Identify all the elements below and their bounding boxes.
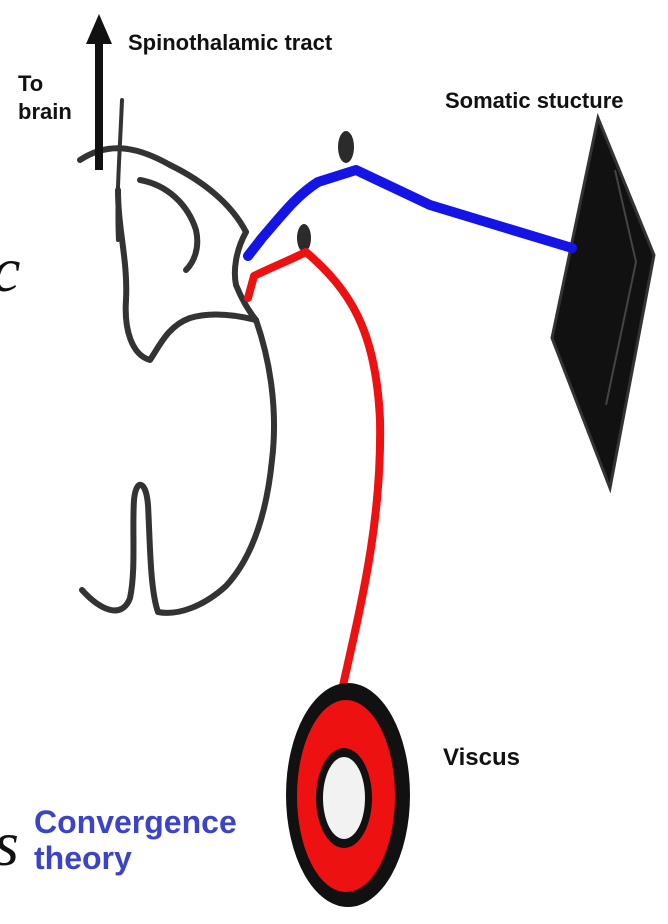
spinothalamic-tract-label: Spinothalamic tract <box>128 30 332 55</box>
to-brain-line1: To <box>18 70 72 98</box>
cord-right-edge <box>158 320 274 613</box>
convergence-title-line1: Convergence <box>34 805 237 841</box>
somatic-structure-label: Somatic stucture <box>445 88 624 113</box>
edge-glyph-c: c <box>0 238 20 302</box>
somatic-structure-shape <box>552 118 654 488</box>
visceral-ganglion <box>297 224 311 252</box>
convergence-title-line2: theory <box>34 841 237 877</box>
viscus-shape <box>286 683 410 907</box>
dorsal-horn-inner <box>140 180 197 270</box>
somatic-ganglion <box>338 131 354 163</box>
somatic-afferent-fiber <box>248 170 572 256</box>
ventral-fissure <box>82 485 158 612</box>
to-brain-line2: brain <box>18 98 72 126</box>
spinal-cord-outline <box>80 100 274 613</box>
convergence-theory-title: Convergence theory <box>34 805 237 877</box>
to-brain-label: To brain <box>18 70 72 125</box>
viscus-label: Viscus <box>443 744 520 772</box>
edge-glyph-s: s <box>0 812 19 876</box>
